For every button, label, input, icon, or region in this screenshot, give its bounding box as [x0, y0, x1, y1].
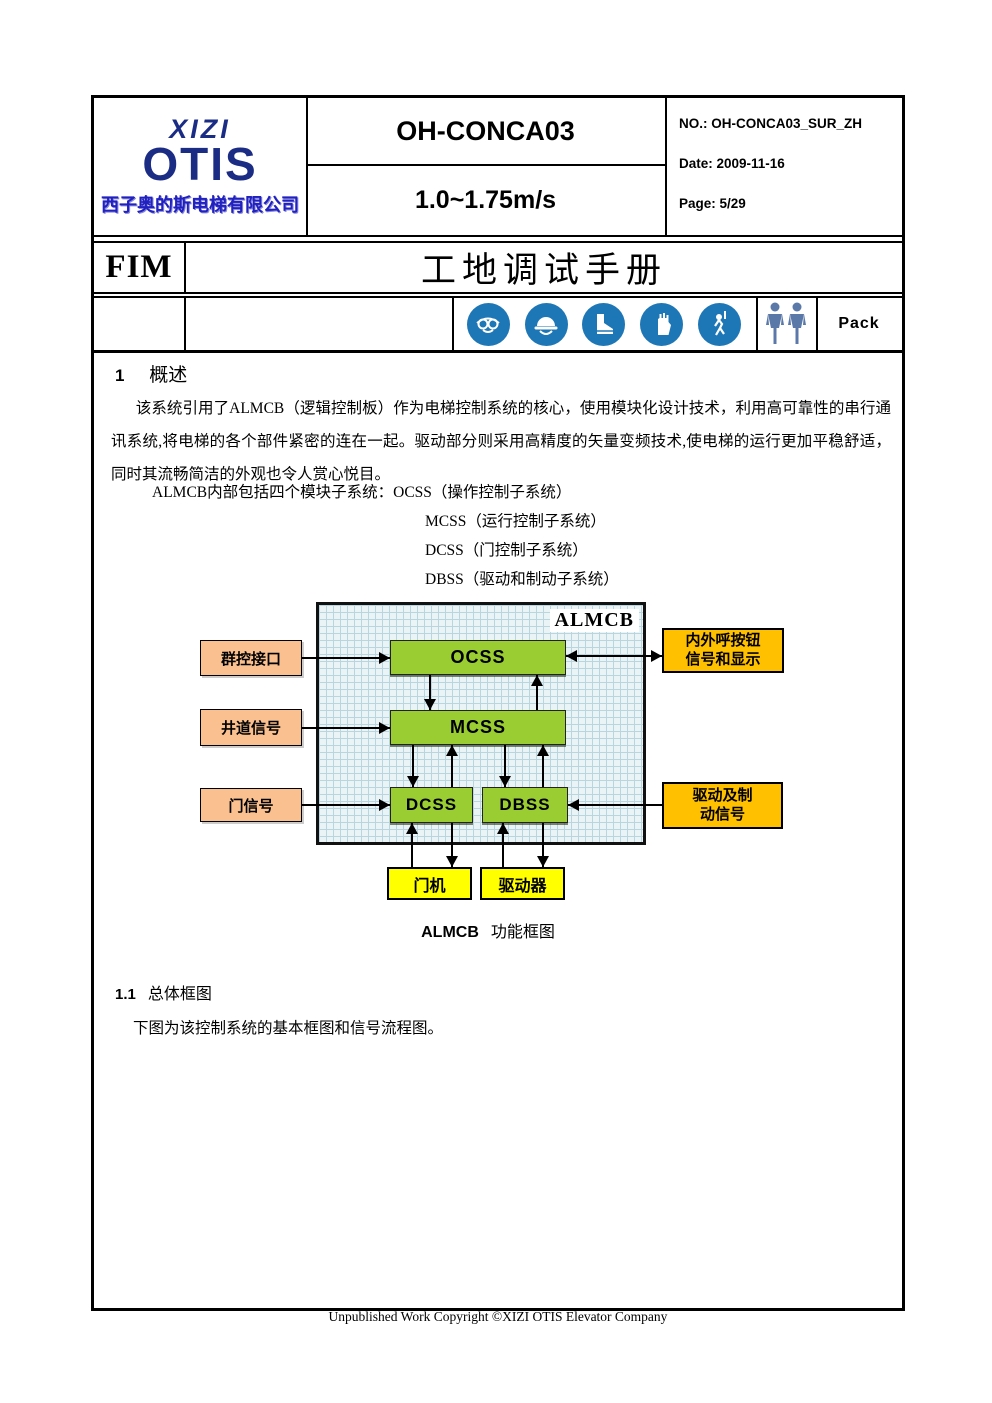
subsystem-dbss: DBSS（驱动和制动子系统）: [425, 571, 619, 588]
node-drive-brake-line2: 动信号: [699, 806, 745, 823]
logo-company-name: 西子奥的斯电梯有限公司: [101, 195, 299, 215]
arrowhead: [424, 699, 436, 710]
arrow-groupctrl-to-ocss: [302, 657, 390, 659]
arrowhead: [568, 799, 579, 811]
arrow-dbss-to-mcss: [542, 745, 544, 787]
node-ocss: OCSS: [390, 640, 566, 675]
arrow-driver-to-dbss: [502, 823, 504, 867]
node-dcss: DCSS: [390, 787, 473, 823]
divider: [94, 235, 902, 237]
node-call-buttons-signals: 内外呼按钮 信号和显示: [662, 628, 784, 673]
node-door-machine: 门机: [387, 867, 472, 900]
section-1-1-number: 1.1: [115, 986, 136, 1003]
speed-range: 1.0~1.75m/s: [414, 186, 557, 214]
section-1-1-title: 总体框图: [147, 986, 212, 1003]
overview-paragraph: 该系统引用了ALMCB（逻辑控制板）作为电梯控制系统的核心，使用模块化设计技术，…: [111, 400, 891, 483]
node-call-buttons-line1: 内外呼按钮: [685, 632, 761, 649]
helmet-icon: [524, 302, 568, 346]
subsystem-dcss: DCSS（门控制子系统）: [425, 542, 588, 559]
manual-title: 工地调试手册: [420, 251, 667, 290]
company-logo: XIZI OTIS 西子奥的斯电梯有限公司: [94, 98, 306, 235]
document-date: Date: 2009-11-16: [679, 156, 785, 171]
workers-icon: [756, 298, 816, 350]
almcb-container-label: ALMCB: [549, 609, 639, 632]
section-1-1-heading: 1.1 总体框图: [115, 980, 212, 1004]
node-hoistway-signals: 井道信号: [200, 709, 302, 746]
arrowhead: [446, 856, 458, 867]
divider: [452, 298, 454, 350]
arrowhead: [497, 823, 509, 834]
arrowhead: [651, 650, 662, 662]
arrow-dcss-to-mcss: [451, 745, 453, 787]
pack-label: Pack: [838, 315, 880, 332]
node-drive-brake-signals: 驱动及制 动信号: [662, 782, 783, 829]
section-1-title: 概述: [149, 365, 188, 386]
boots-icon: [582, 302, 626, 346]
divider: [756, 298, 758, 350]
divider: [306, 164, 665, 166]
subsystem-mcss: MCSS（运行控制子系统）: [425, 513, 606, 530]
ppe-icons: [452, 298, 756, 350]
document-page: XIZI OTIS 西子奥的斯电梯有限公司 OH-CONCA03 1.0~1.7…: [91, 95, 905, 1311]
node-door-signals: 门信号: [200, 788, 302, 822]
node-mcss: MCSS: [390, 710, 566, 745]
document-page-number: Page: 5/29: [679, 196, 746, 211]
document-code: OH-CONCA03: [396, 115, 575, 146]
node-dbss: DBSS: [482, 787, 568, 823]
arrow-drivebrake-to-dbss: [568, 804, 662, 806]
fim-row: FIM 工地调试手册: [94, 241, 902, 294]
logo-otis-text: OTIS: [142, 138, 258, 190]
logo-xizi-text: XIZI: [169, 114, 231, 144]
divider: [306, 98, 308, 235]
arrowhead: [407, 776, 419, 787]
harness-icon: [698, 302, 742, 346]
goggles-icon: [466, 302, 510, 346]
node-drive-brake-line1: 驱动及制: [692, 787, 753, 804]
arrow-doorsignal-to-dcss: [302, 804, 390, 806]
arrow-mcss-to-dbss: [504, 745, 506, 787]
copyright-footer: Unpublished Work Copyright ©XIZI OTIS El…: [328, 1309, 668, 1324]
section-1-1-body: 下图为该控制系统的基本框图和信号流程图。: [133, 1020, 444, 1037]
arrowhead: [379, 799, 390, 811]
arrow-ocss-callbuttons-bidirectional: [566, 655, 662, 657]
diagram-caption-zh: 功能框图: [490, 924, 555, 941]
node-call-buttons-line2: 信号和显示: [685, 651, 761, 668]
arrow-dbss-to-driver: [542, 823, 544, 867]
arrowhead: [537, 745, 549, 756]
arrowhead: [531, 675, 543, 686]
diagram-caption-en: ALMCB: [421, 924, 479, 941]
document-info: NO.: OH-CONCA03_SUR_ZH Date: 2009-11-16 …: [665, 98, 902, 235]
divider: [816, 298, 818, 350]
arrow-mcss-to-dcss: [412, 745, 414, 787]
section-1-number: 1: [115, 366, 125, 385]
safety-icon-row: Pack: [94, 296, 902, 353]
arrow-ocss-to-mcss: [429, 675, 431, 710]
divider: [184, 298, 186, 350]
node-driver: 驱动器: [480, 867, 565, 900]
section-1-heading: 1 概述: [115, 360, 187, 387]
divider: [665, 98, 667, 235]
fim-label: FIM: [105, 249, 173, 285]
arrowhead: [537, 856, 549, 867]
arrowhead: [446, 745, 458, 756]
arrow-hoistway-to-mcss: [302, 727, 390, 729]
subsystems-intro: ALMCB内部包括四个模块子系统：OCSS（操作控制子系统）: [152, 484, 572, 501]
gloves-icon: [640, 302, 684, 346]
arrowhead: [379, 652, 390, 664]
node-group-control-interface: 群控接口: [200, 640, 302, 676]
arrowhead: [499, 776, 511, 787]
arrow-dcss-to-doormachine: [451, 823, 453, 867]
diagram-caption: ALMCB 功能框图: [338, 918, 638, 942]
document-number: NO.: OH-CONCA03_SUR_ZH: [679, 116, 863, 131]
arrow-mcss-to-ocss: [536, 675, 538, 710]
divider: [184, 243, 186, 292]
arrowhead: [566, 650, 577, 662]
arrowhead: [379, 722, 390, 734]
arrow-doormachine-to-dcss: [411, 823, 413, 867]
arrowhead: [406, 823, 418, 834]
